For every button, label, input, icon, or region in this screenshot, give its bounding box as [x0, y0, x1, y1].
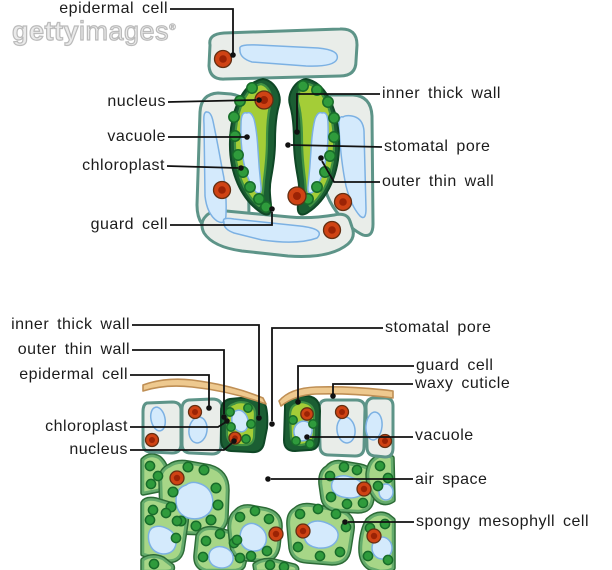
registered-mark-icon: ®: [169, 22, 177, 33]
mesophyll-chloroplasts: [144, 460, 394, 570]
nucleus: [187, 404, 203, 420]
mesophyll-nuclei: [169, 470, 382, 544]
nucleus: [169, 470, 185, 486]
label-spongy-mesophyll-cell: spongy mesophyll cell: [416, 513, 590, 530]
nucleus: [144, 432, 160, 448]
chloroplasts: [228, 82, 272, 213]
vacuole: [208, 545, 234, 569]
nucleus: [254, 90, 274, 110]
label-waxy-cuticle: waxy cuticle: [415, 375, 511, 392]
label-vacuole-top: vacuole: [107, 128, 166, 145]
vacuole: [240, 111, 262, 194]
nucleus: [212, 180, 232, 200]
nucleus: [322, 220, 342, 240]
leader-chloroplast-top: [166, 165, 239, 169]
spongy-mesophyll-cells: [143, 455, 393, 570]
chloroplasts: [297, 80, 340, 205]
guard-cell-left-section: [220, 396, 269, 454]
label-epidermal-cell-bottom: epidermal cell: [19, 366, 128, 383]
label-nucleus-top: nucleus: [107, 93, 166, 110]
vacuole: [175, 481, 214, 520]
stomatal-pore: [277, 103, 292, 179]
leader-stomatal-pore-top: [290, 144, 383, 148]
top-view-stoma: [195, 27, 375, 258]
nucleus: [268, 526, 284, 542]
nucleus: [333, 192, 353, 212]
label-outer-thin-wall-bottom: outer thin wall: [17, 341, 130, 358]
leader-guard-cell-top: [170, 212, 273, 226]
leader-nucleus-bottom: [130, 442, 233, 451]
leader-inner-thick-wall-bottom: [132, 324, 260, 415]
nucleus: [295, 523, 311, 539]
guard-cell-right-section: [283, 395, 321, 452]
leader-stomatal-pore-bottom: [271, 327, 383, 421]
label-vacuole-bottom: vacuole: [415, 427, 474, 444]
label-nucleus-bottom: nucleus: [69, 441, 128, 458]
mesophyll-vacuoles: [147, 474, 394, 569]
epidermal-nuclei: [212, 49, 353, 240]
waxy-cuticle-left: [142, 378, 267, 405]
nucleus: [213, 49, 233, 69]
nucleus: [287, 186, 307, 206]
leader-nucleus-top: [167, 99, 257, 103]
leader-epidermal-cell-top: [170, 8, 234, 53]
guard-cell-left: [228, 78, 281, 216]
leader-guard-cell-bottom: [297, 365, 414, 400]
label-inner-thick-wall-bottom: inner thick wall: [11, 316, 130, 333]
leader-epidermal-cell-bottom: [130, 374, 210, 406]
label-chloroplast-bottom: chloroplast: [45, 418, 128, 435]
label-inner-thick-wall-top: inner thick wall: [382, 85, 501, 102]
label-air-space: air space: [415, 471, 488, 488]
leader-lines: [130, 8, 414, 525]
label-guard-cell-top: guard cell: [90, 216, 168, 233]
label-outer-thin-wall-top: outer thin wall: [382, 173, 495, 190]
vacuole: [365, 411, 383, 441]
watermark-brand-light: images: [78, 15, 170, 46]
label-epidermal-cell-top: epidermal cell: [59, 0, 168, 17]
label-chloroplast-top: chloroplast: [82, 157, 165, 174]
vacuole: [149, 406, 167, 432]
leader-outer-thin-wall-top: [321, 160, 380, 183]
label-stomatal-pore-top: stomatal pore: [384, 138, 491, 155]
bottom-view-stoma: [142, 378, 394, 570]
waxy-cuticle: [142, 378, 394, 407]
nucleus: [356, 481, 372, 497]
nucleus: [300, 407, 314, 421]
leader-inner-thick-wall-top: [296, 93, 380, 130]
vacuole: [147, 525, 177, 555]
label-stomatal-pore-bottom: stomatal pore: [385, 319, 492, 336]
leader-chloroplast-bottom: [130, 421, 227, 428]
vacuole: [239, 44, 339, 67]
nucleus: [334, 404, 350, 420]
nucleus: [366, 528, 382, 544]
leader-waxy-cuticle: [332, 383, 413, 394]
vacuole: [307, 111, 329, 194]
vacuole: [330, 474, 365, 499]
watermark-brand-bold: getty: [11, 15, 80, 46]
leader-outer-thin-wall-bottom: [132, 349, 225, 414]
waxy-cuticle-right: [278, 386, 394, 407]
getty-watermark: gettyimages®: [11, 15, 177, 47]
label-guard-cell-bottom: guard cell: [416, 357, 494, 374]
